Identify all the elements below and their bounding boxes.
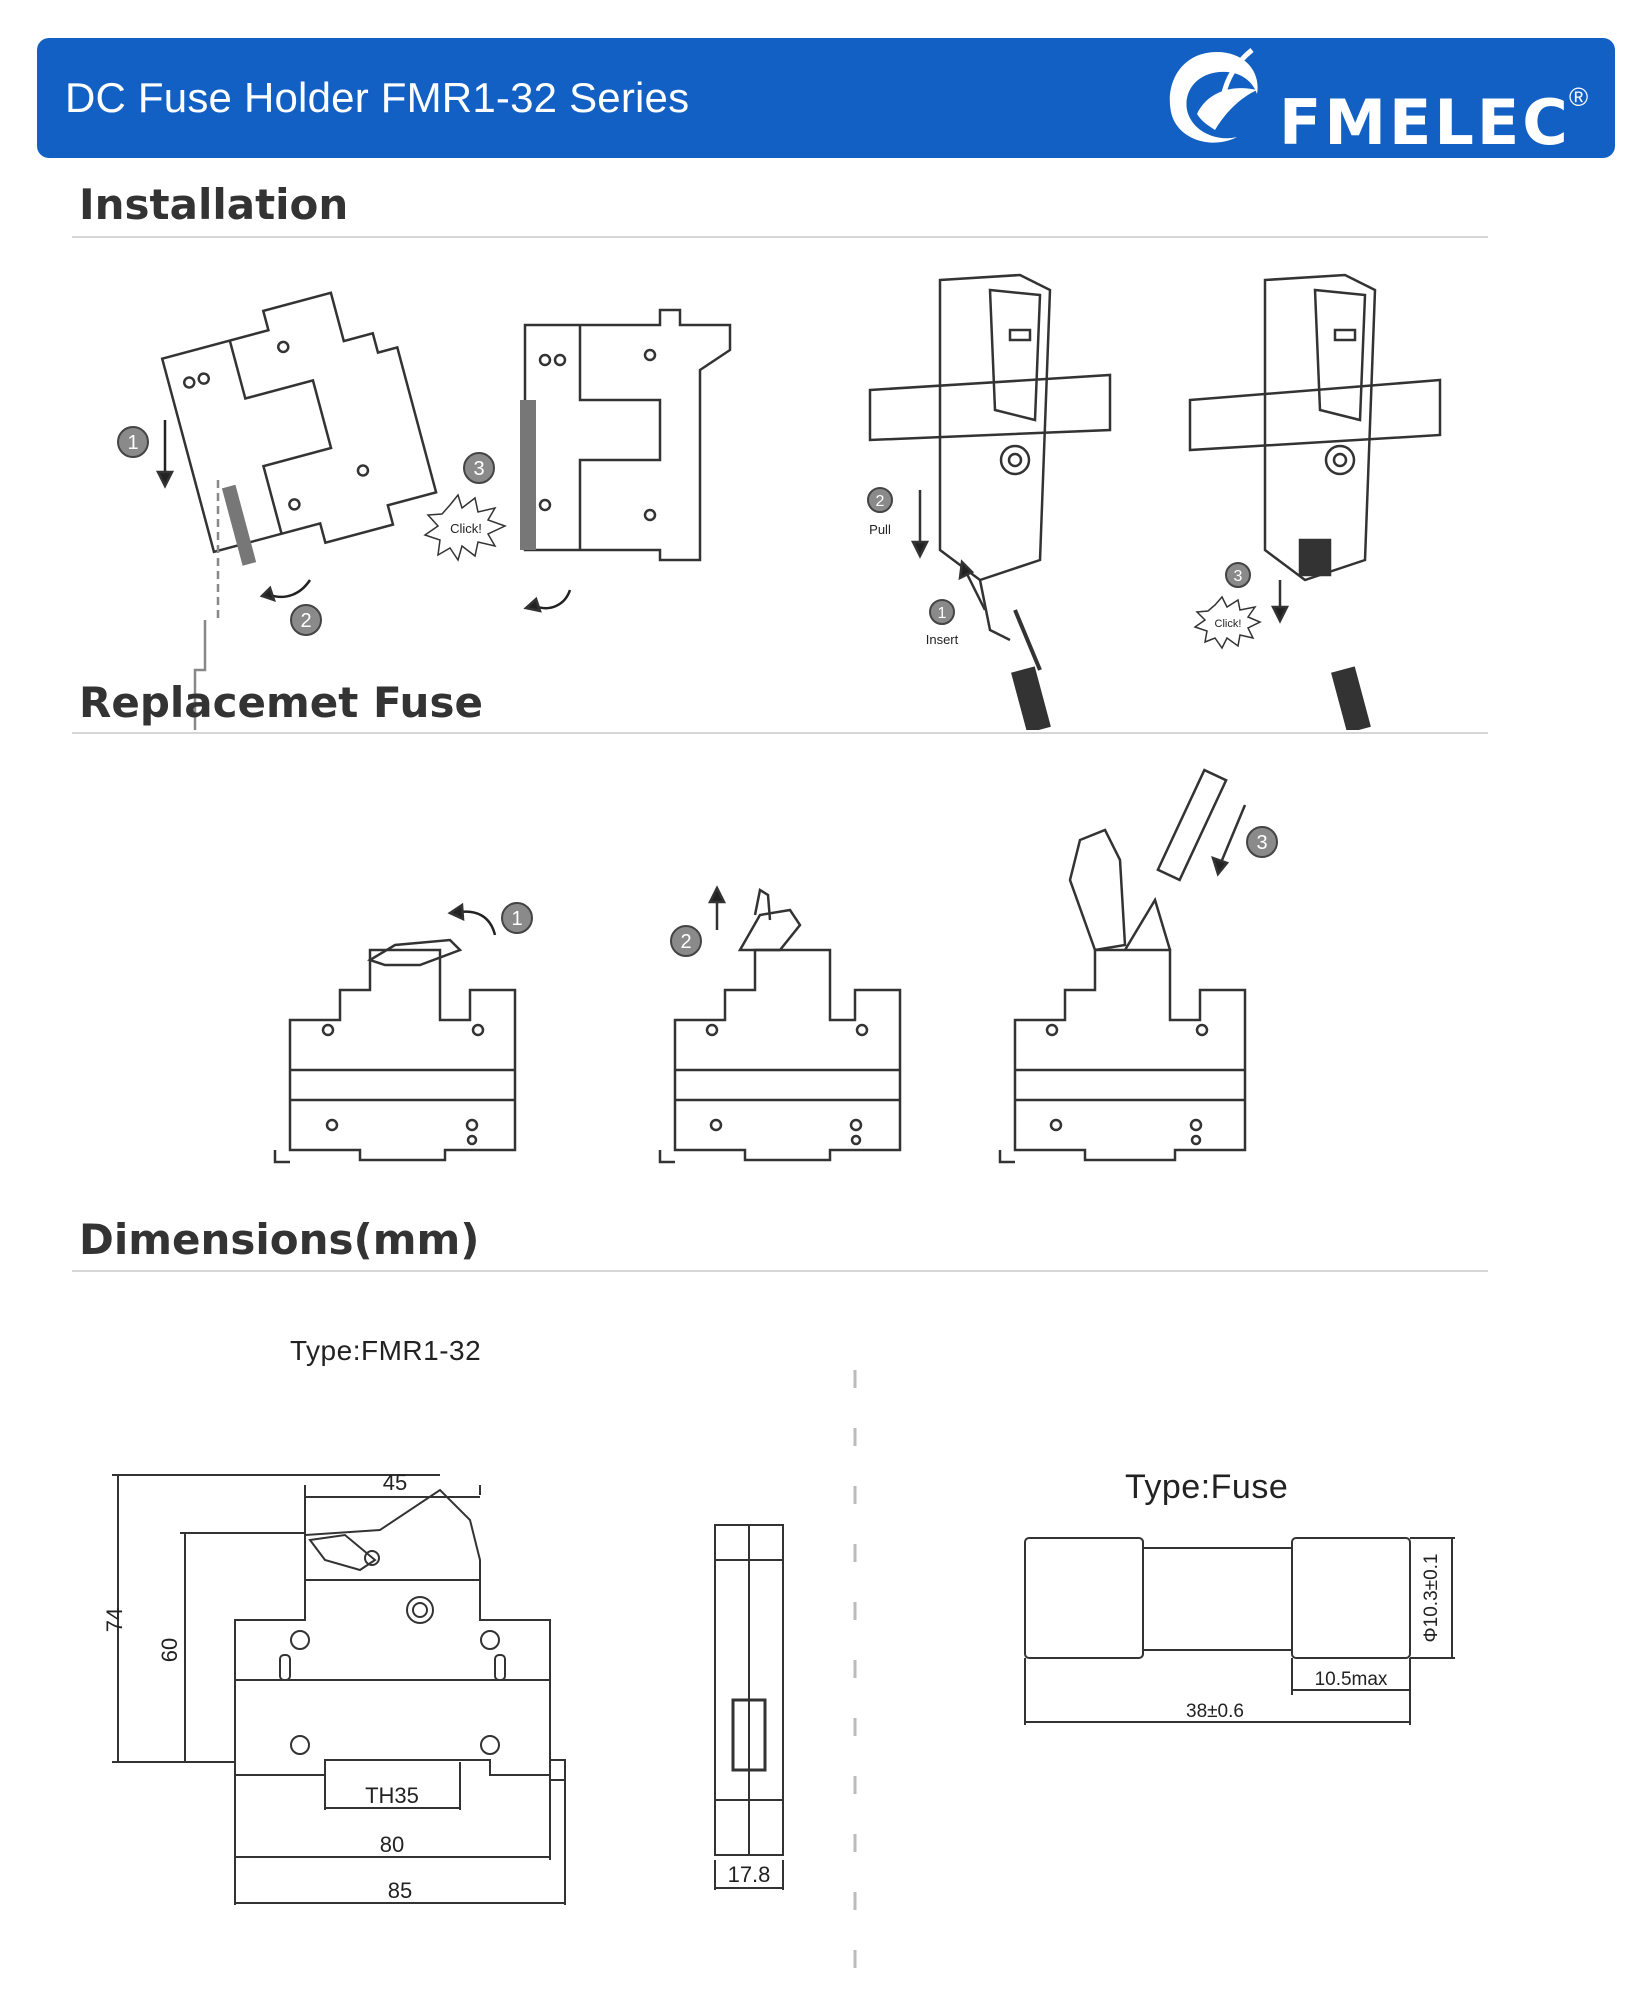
dim-85-label: 85 [388,1878,412,1903]
install-click-step-label: 3 [1234,568,1243,585]
install-pull-step-label: 2 [876,493,885,510]
section-title-replacement: Replacemet Fuse [79,678,483,727]
install-step-c [868,273,1112,730]
dim-38-label: 38±0.6 [1186,1701,1244,1722]
replace-step-2 [658,887,902,1164]
fuse-type-label: Type:Fuse [1125,1468,1289,1506]
install-pull-label: Pull [869,522,891,537]
install-insert-step-label: 1 [938,605,947,622]
install-click-label-b: Click! [1215,618,1242,630]
install-step-b [520,308,732,562]
leaf-logo-icon [1169,48,1258,143]
header-banner: DC Fuse Holder FMR1-32 Series FMELEC ® [37,38,1615,159]
replace-step-3 [998,768,1247,1164]
install-insert-label: Insert [926,632,959,647]
replacement-diagrams: 1 2 3 [273,768,1278,1164]
page-title: DC Fuse Holder FMR1-32 Series [65,74,690,121]
install-step-3-label: 3 [473,458,484,480]
dim-17-8-label: 17.8 [728,1862,771,1887]
dimension-drawings: 45 74 60 TH35 80 85 17.8 Φ10.3±0.1 10.5m… [102,1370,1455,1990]
holder-type-label: Type:FMR1-32 [290,1335,482,1366]
replace-step-1-label: 1 [511,908,522,930]
brand-name: FMELEC [1279,86,1571,159]
install-step-d [1188,273,1442,730]
registered-mark: ® [1569,82,1589,112]
install-step-a [160,291,438,554]
divider [72,236,1488,238]
installation-diagrams: 1 2 3 2 1 3 Click! Click! Pull Insert [117,273,1442,730]
install-click-label-a: Click! [450,521,482,536]
dim-60-label: 60 [157,1638,182,1662]
section-title-dimensions: Dimensions(mm) [79,1215,480,1264]
replace-step-3-label: 3 [1256,832,1267,854]
dim-80-label: 80 [380,1832,404,1857]
install-step-2-label: 2 [300,610,311,632]
divider [72,732,1488,734]
section-title-installation: Installation [79,180,349,229]
divider [72,1270,1488,1272]
replace-step-2-label: 2 [680,931,691,953]
replace-step-1 [273,938,517,1164]
dim-th35-label: TH35 [365,1783,419,1808]
brand-logo: FMELEC ® [1157,42,1597,159]
install-step-1-label: 1 [127,432,138,454]
dim-diameter-label: Φ10.3±0.1 [1421,1554,1442,1643]
dim-74-label: 74 [102,1608,127,1632]
dim-45-label: 45 [383,1470,407,1495]
dim-10-5-label: 10.5max [1315,1669,1388,1690]
